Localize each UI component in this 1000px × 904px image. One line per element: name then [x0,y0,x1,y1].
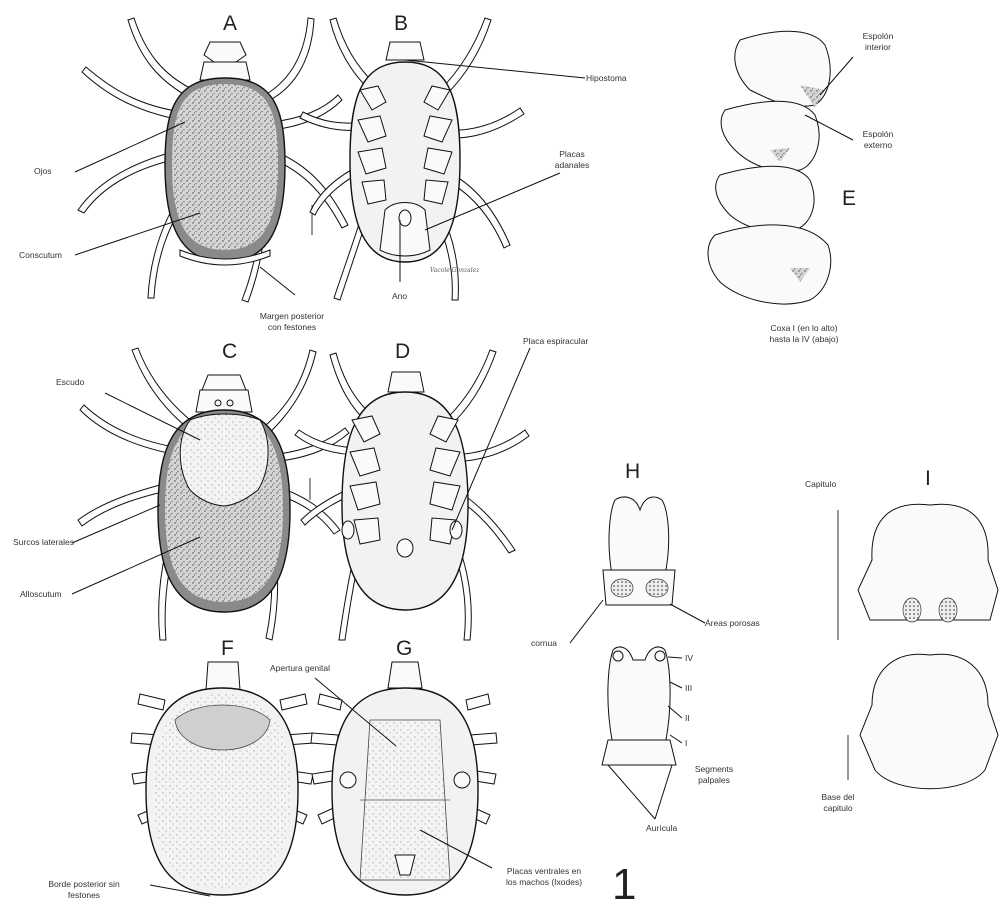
panel-label-f: F [221,637,234,660]
spiracular-plate-left [342,521,354,539]
panel-label-i: I [925,467,931,490]
label-surcos-laterales: Surcos laterales [13,537,74,547]
coxa-4 [708,225,831,304]
capitulum-i-ventral [860,654,998,789]
panel-h-capitulum: H [602,460,676,765]
panel-i-capitulum: I [838,467,998,789]
label-base-2: capitulo [823,803,853,813]
label-espolon-externo-2: externo [864,140,893,150]
label-espolon-externo-1: Espolón [863,129,894,139]
label-base-1: Base del [821,792,854,802]
panel-label-d: D [395,340,410,363]
label-placas-adanales-1: Placas [559,149,585,159]
panel-label-h: H [625,460,640,483]
figure-number: 1 [612,860,636,904]
label-coxa-1: Coxa I (en lo alto) [770,323,837,333]
panel-d-ventral-female: D [295,340,529,640]
label-seg-iv: IV [685,653,693,663]
label-borde-2: festones [68,890,100,900]
porous-area-left [611,579,633,597]
label-margen-2: con festones [268,322,316,332]
panel-b-ventral-view: B Vacole Gonzalez [300,12,524,300]
auricula-region [602,740,676,765]
panel-label-g: G [396,637,412,660]
label-auricula: Aurícula [646,823,677,833]
capitulum-h-dorsal [609,497,669,575]
capitulum-i-dorsal [858,504,998,620]
capitulum-c [196,390,252,412]
label-seg-i: I [685,738,687,748]
label-espolon-interior-2: interior [865,42,891,52]
artist-signature: Vacole Gonzalez [430,267,480,274]
label-segments-1: Segments [695,764,733,774]
panel-label-e: E [842,187,856,210]
anus-b [399,210,411,226]
panel-a-dorsal-view: A [78,12,348,302]
label-placas-adanales-2: adanales [555,160,590,170]
label-segments-2: palpales [698,775,730,785]
panel-f-dorsal-soft: F [131,637,314,895]
scutum [180,414,268,506]
coxa-3 [716,166,814,231]
hypostome-b [386,42,424,60]
label-espolon-interior-1: Espolón [863,31,894,41]
label-placas-ventrales-2: los machos (Ixodes) [506,877,582,887]
porous-area-right [646,579,668,597]
label-borde-1: Borde posterior sin [48,879,120,889]
label-capitulo: Capitulo [805,479,836,489]
panel-e-coxae: E [708,31,856,304]
label-placa-espiracular: Placa espiracular [523,336,588,346]
panel-label-a: A [223,12,237,35]
label-cornua: cornua [531,638,557,648]
label-escudo: Escudo [56,377,85,387]
label-conscutum: Conscutum [19,250,62,260]
label-margen-1: Margen posterior [260,311,324,321]
label-alloscutum: Alloscutum [20,589,62,599]
panel-label-b: B [394,12,408,35]
label-coxa-2: hasta la IV (abajo) [770,334,839,344]
label-seg-ii: II [685,713,690,723]
label-seg-iii: III [685,683,692,693]
label-ano: Ano [392,291,407,301]
label-areas-porosas: Áreas porosas [705,618,760,628]
spiracular-plate-right [450,521,462,539]
panel-label-c: C [222,340,237,363]
panel-c-dorsal-female: C [78,340,349,640]
coxa-2 [721,101,819,171]
label-placas-ventrales-1: Placas ventrales en [507,866,581,876]
label-apertura-genital: Apertura genital [270,663,330,673]
label-hipostoma: Hipostoma [586,73,627,83]
capitulum-a [204,42,246,62]
label-ojos: Ojos [34,166,51,176]
